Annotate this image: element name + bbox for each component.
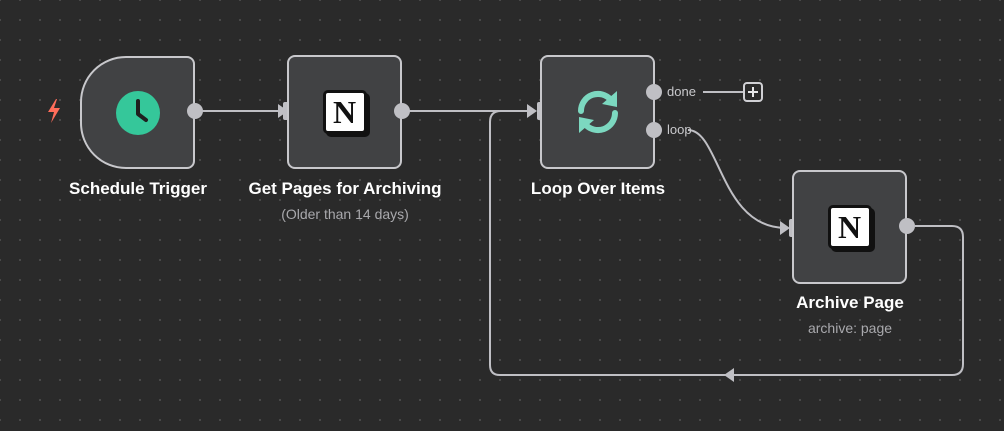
notion-letter: N [837,208,862,245]
notion-icon: N [322,90,367,134]
arrow-head [780,221,790,235]
loop-loop-output-handle[interactable] [646,122,662,138]
schedule-trigger-output-handle[interactable] [187,103,203,119]
archive-output-handle[interactable] [899,218,915,234]
schedule-trigger-label: Schedule Trigger [69,179,207,198]
schedule-trigger-node[interactable] [80,56,195,169]
trigger-bolt-icon [48,99,60,123]
archive-page-sublabel: archive: page [807,320,893,336]
get-pages-label: Get Pages for Archiving [248,179,442,198]
clock-icon [115,90,160,135]
refresh-icon [577,90,618,134]
get-pages-output-handle[interactable] [394,103,410,119]
add-node-button[interactable] [743,82,763,102]
connection-loop-to-archive[interactable] [687,129,787,229]
plus-icon [748,87,758,97]
loop-port-label: loop [667,122,692,137]
archive-page-label: Archive Page [796,293,904,312]
arrow-head [527,104,537,118]
arrow-head [724,368,734,382]
notion-icon: N [827,205,872,249]
done-port-label: done [667,84,696,99]
get-pages-node[interactable]: N [287,55,402,169]
loop-over-items-label: Loop Over Items [530,179,666,198]
archive-page-node[interactable]: N [792,170,907,284]
notion-letter: N [332,93,357,130]
loop-done-output-handle[interactable] [646,84,662,100]
get-pages-sublabel: (Older than 14 days) [281,206,409,222]
loop-over-items-node[interactable] [540,55,655,169]
